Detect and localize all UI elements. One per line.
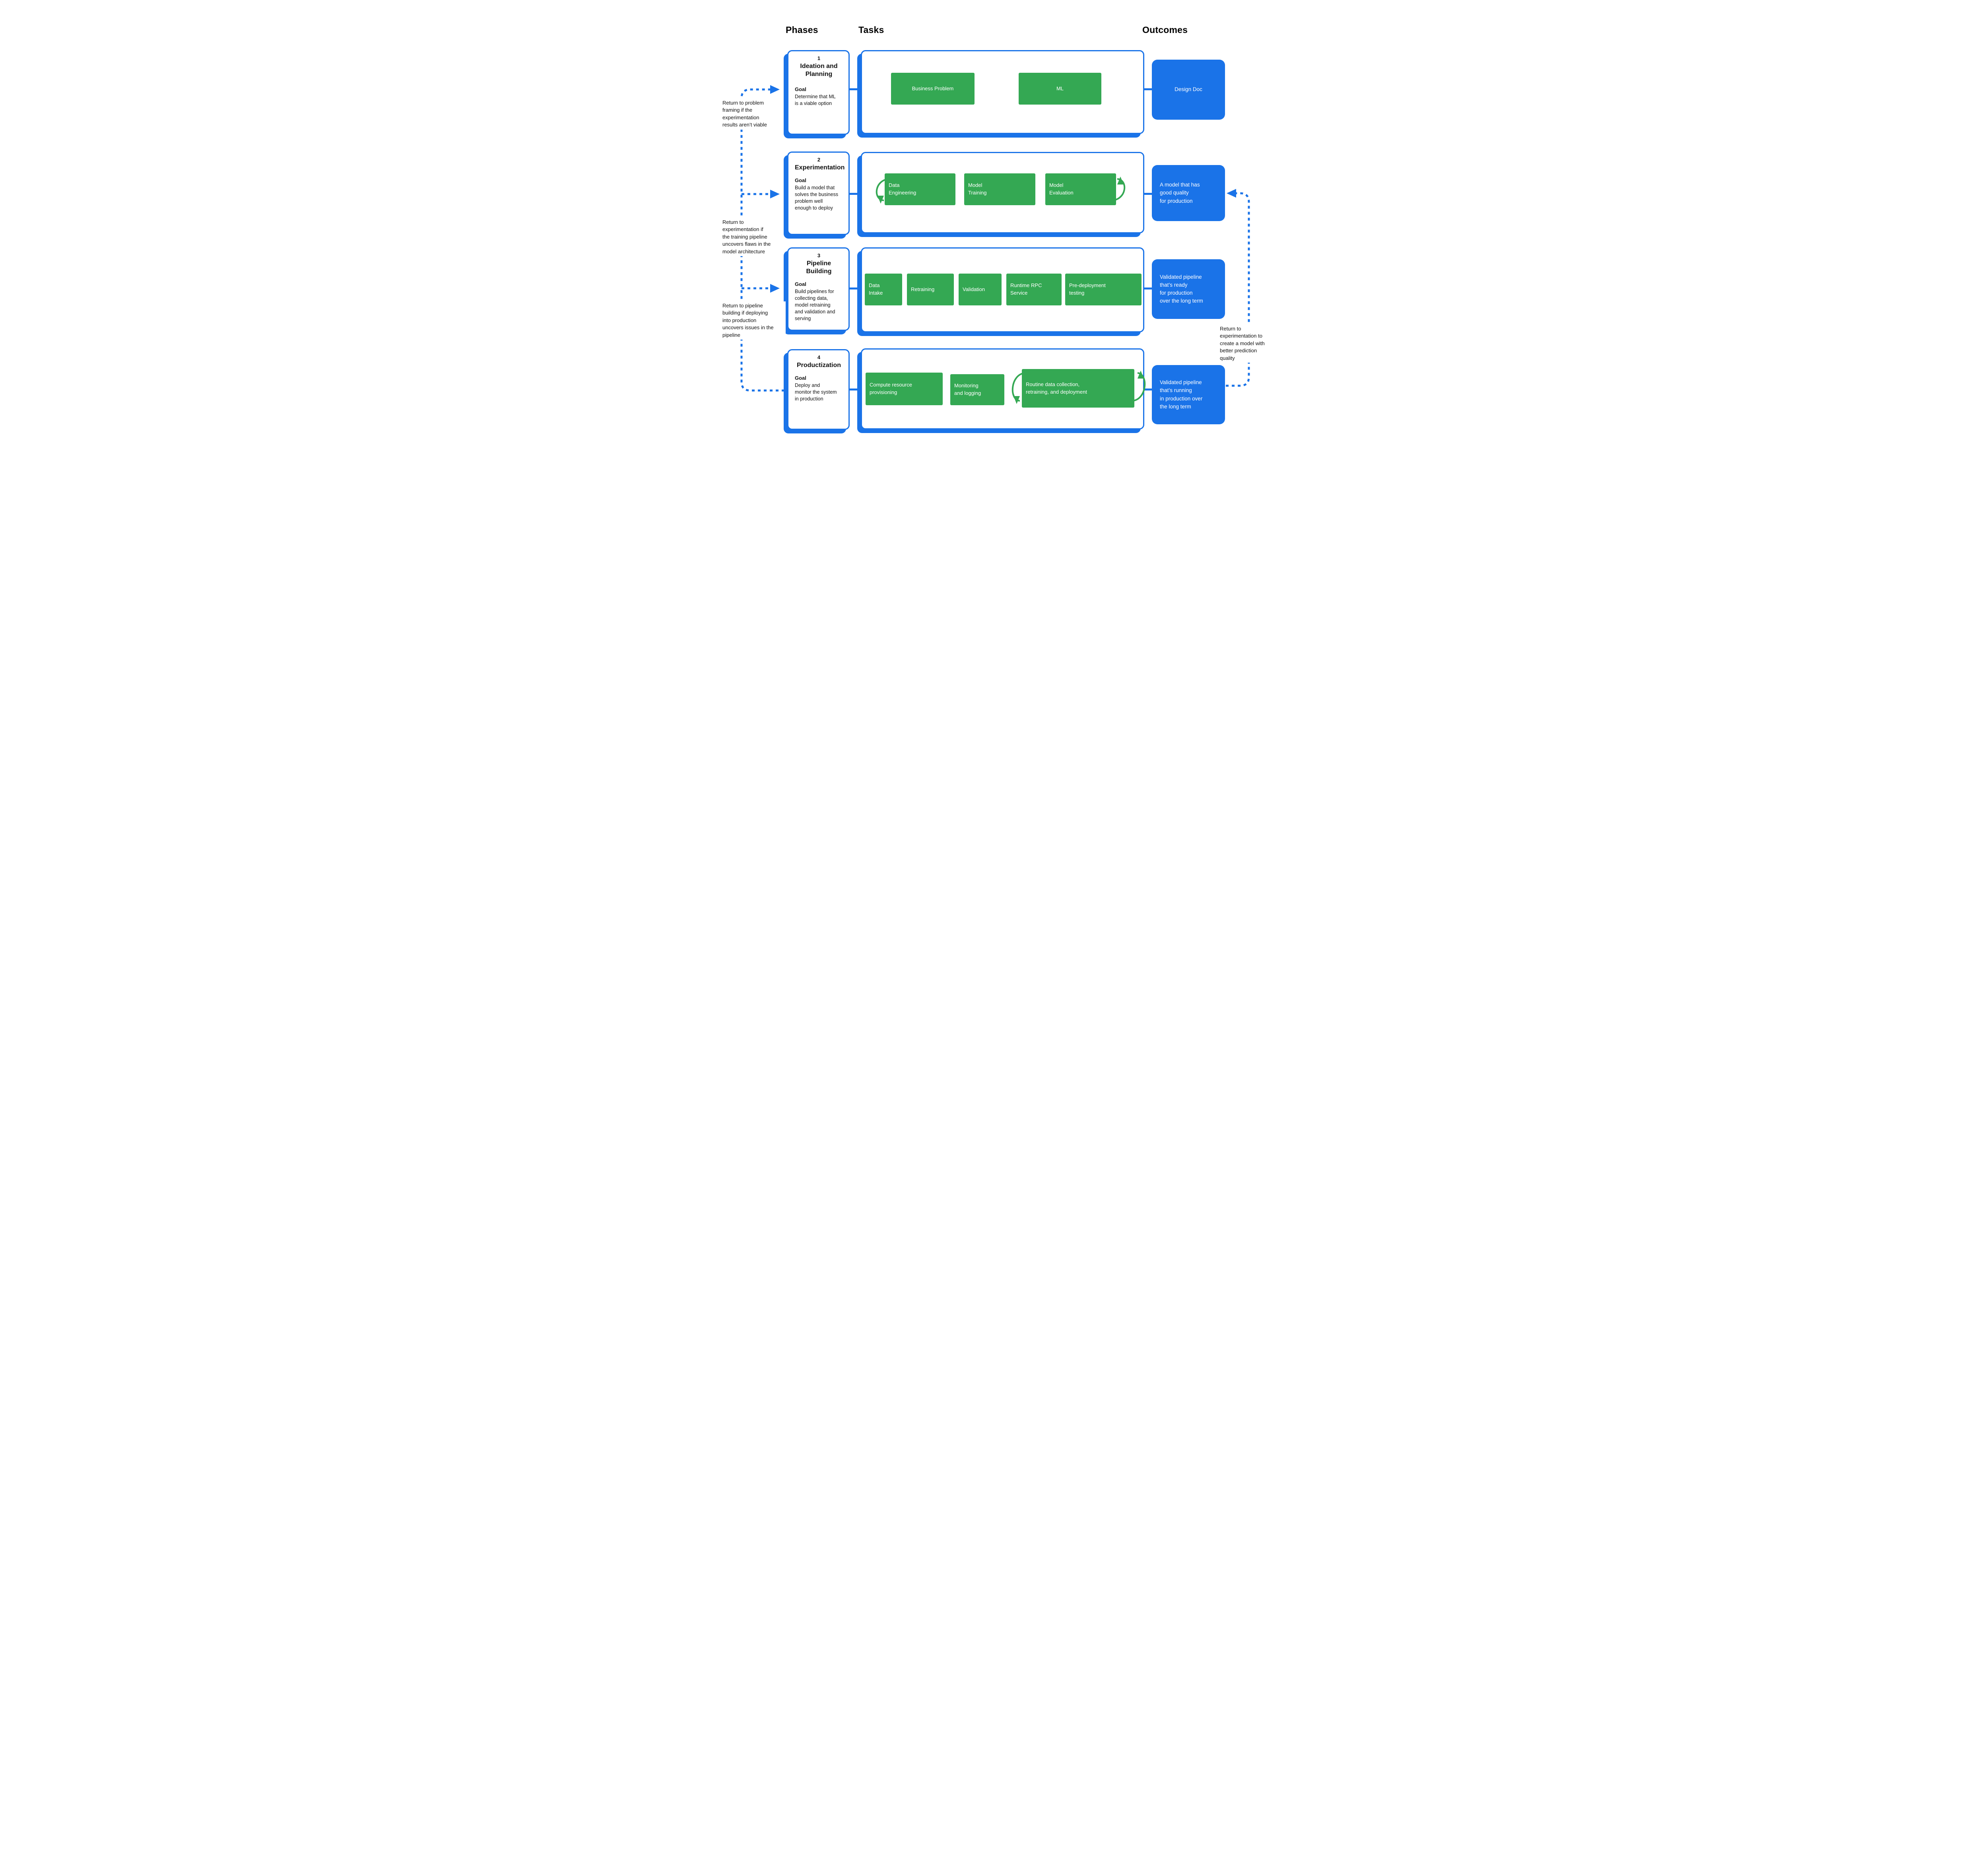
annotation-return-better-prediction: Return to experimentation to create a mo… xyxy=(1220,324,1276,363)
arrow-right-icon xyxy=(770,190,780,198)
mlops-lifecycle-diagram: Phases Tasks Outcomes 1 Ideation and Pla… xyxy=(712,0,1276,465)
task-retraining: Retraining xyxy=(907,274,954,305)
task-monitoring-and-logging: Monitoring and logging xyxy=(950,374,1004,405)
outcome-quality-model: A model that has good quality for produc… xyxy=(1152,165,1225,221)
phase-title: Ideation and Planning xyxy=(800,63,838,78)
goal-text: Build a model that solves the business p… xyxy=(795,185,839,211)
arrow-left-icon xyxy=(1227,189,1236,198)
connector-phase2-tasks xyxy=(849,193,863,195)
connector-phase4-tasks xyxy=(849,389,863,390)
phase-box-ideation-planning: 1 Ideation and Planning Goal Determine t… xyxy=(787,50,850,135)
phases-column-header: Phases xyxy=(786,25,818,35)
task-data-engineering: Data Engineering xyxy=(885,173,955,205)
annotation-return-pipeline-building: Return to pipeline building if deploying… xyxy=(722,301,786,340)
connector-tasks2-outcome xyxy=(1142,193,1153,195)
connector-phase1-tasks xyxy=(849,88,863,90)
connector-tasks1-outcome xyxy=(1142,88,1153,90)
annotation-return-experimentation: Return to experimentation if the trainin… xyxy=(722,218,784,256)
goal-text: Determine that ML is a viable option xyxy=(795,94,836,106)
task-model-evaluation: Model Evaluation xyxy=(1045,173,1116,205)
outcome-validated-pipeline-ready: Validated pipeline that’s ready for prod… xyxy=(1152,259,1225,319)
goal-label: Goal xyxy=(795,177,806,183)
arrow-right-icon xyxy=(770,284,780,293)
outcome-design-doc: Design Doc xyxy=(1152,60,1225,120)
phase-number: 2 xyxy=(817,157,821,163)
phase-number: 1 xyxy=(817,55,821,61)
goal-label: Goal xyxy=(795,375,806,381)
task-ml: ML xyxy=(1019,73,1101,105)
task-compute-resource-provisioning: Compute resource provisioning xyxy=(866,373,943,405)
task-validation: Validation xyxy=(959,274,1002,305)
goal-label: Goal xyxy=(795,86,806,92)
phase-box-productization: 4 Productization Goal Deploy and monitor… xyxy=(787,349,850,430)
connector-tasks4-outcome xyxy=(1142,389,1153,390)
annotation-return-problem-framing: Return to problem framing if the experim… xyxy=(722,99,780,130)
arrow-right-icon xyxy=(770,85,780,94)
phase-box-experimentation: 2 Experimentation Goal Build a model tha… xyxy=(787,152,850,235)
outcomes-column-header: Outcomes xyxy=(1142,25,1188,35)
phase-title: Productization xyxy=(796,362,841,369)
connector-tasks3-outcome xyxy=(1142,288,1153,289)
task-model-training: Model Training xyxy=(964,173,1035,205)
goal-text: Deploy and monitor the system in product… xyxy=(795,383,837,402)
phase-box-pipeline-building: 3 Pipeline Building Goal Build pipelines… xyxy=(787,247,850,331)
phase-title: Experimentation xyxy=(795,164,845,171)
phase-number: 3 xyxy=(817,253,821,258)
phase-number: 4 xyxy=(817,354,821,360)
task-data-intake: Data Intake xyxy=(865,274,902,305)
task-pre-deployment-testing: Pre-deployment testing xyxy=(1065,274,1142,305)
phase-title: Pipeline Building xyxy=(806,260,832,275)
connector-phase3-tasks xyxy=(849,288,863,289)
goal-label: Goal xyxy=(795,281,806,287)
task-business-problem: Business Problem xyxy=(891,73,975,105)
goal-text: Build pipelines for collecting data, mod… xyxy=(795,289,835,321)
task-runtime-rpc-service: Runtime RPC Service xyxy=(1006,274,1062,305)
task-routine-data-collection: Routine data collection, retraining, and… xyxy=(1022,369,1134,408)
tasks-column-header: Tasks xyxy=(858,25,884,35)
outcome-validated-pipeline-running: Validated pipeline that’s running in pro… xyxy=(1152,365,1225,424)
